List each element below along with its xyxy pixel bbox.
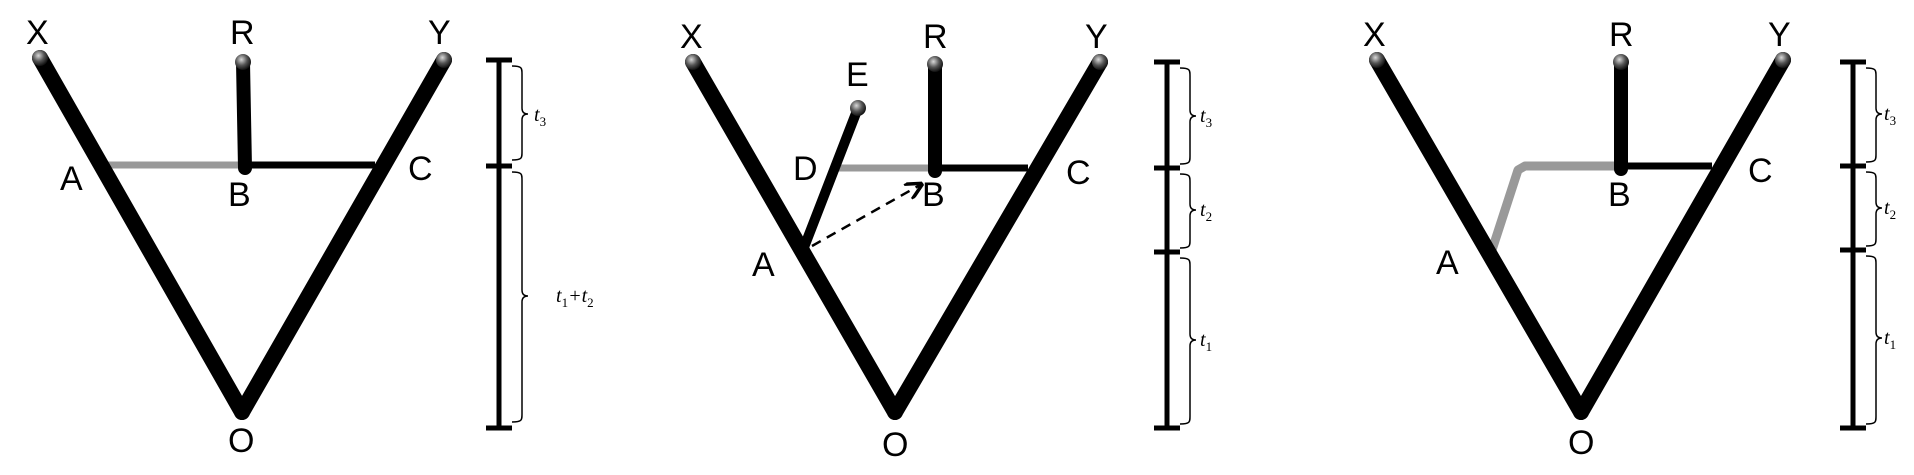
label-a: A [752,246,775,284]
edge-r-b [236,55,252,175]
time-scale [486,57,529,431]
tip-x [1369,52,1385,68]
hybrid-edge-a-b [1487,161,1622,252]
panel-2: X E R Y D B C A O t3 t2 t1 [680,18,1212,464]
time-label-t1-plus-t2: t1+t2 [556,285,594,310]
label-a: A [60,160,83,198]
label-c: C [1748,152,1773,190]
time-scale [1154,59,1197,431]
edge-x-o [32,50,250,420]
time-label-t3: t3 [534,104,546,129]
edge-x-o [685,54,903,420]
tip-r [235,54,251,70]
label-r: R [1609,16,1634,54]
label-b: B [922,176,945,214]
edge-x-o [1369,52,1589,420]
label-y: Y [1085,18,1108,56]
time-label-t1: t1 [1884,327,1896,352]
tip-r [1613,54,1629,70]
label-o: O [1568,424,1594,462]
transfer-arrow [811,185,920,248]
label-y: Y [428,14,451,52]
tip-x [32,50,48,66]
panel-1: X R Y A B C O t3 t1+t2 [26,14,594,460]
tip-x [685,54,701,70]
time-label-t1: t1 [1200,329,1212,354]
tip-y [1092,54,1108,70]
edge-e-a [798,103,863,255]
time-scale [1840,59,1883,431]
tip-r [927,56,943,72]
label-o: O [228,422,254,460]
tip-y [436,52,452,68]
panel-3: X R Y A B C O t3 t2 t1 [1363,16,1896,462]
label-x: X [26,14,49,52]
tip-y [1775,52,1791,68]
label-d: D [793,150,818,188]
label-x: X [1363,16,1386,54]
label-c: C [408,150,433,188]
edge-y-o [1573,52,1791,420]
label-r: R [230,14,255,52]
label-b: B [1608,176,1631,214]
label-e: E [846,56,869,94]
time-label-t3: t3 [1884,103,1896,128]
time-label-t2: t2 [1884,197,1896,222]
label-y: Y [1768,16,1791,54]
label-b: B [228,176,251,214]
label-a: A [1436,244,1459,282]
label-r: R [923,18,948,56]
time-label-t3: t3 [1200,105,1212,130]
label-x: X [680,18,703,56]
label-c: C [1066,154,1091,192]
label-o: O [882,426,908,464]
time-label-t2: t2 [1200,199,1212,224]
edge-y-o [234,52,452,420]
tip-e [850,100,866,116]
edge-y-o [887,54,1108,420]
